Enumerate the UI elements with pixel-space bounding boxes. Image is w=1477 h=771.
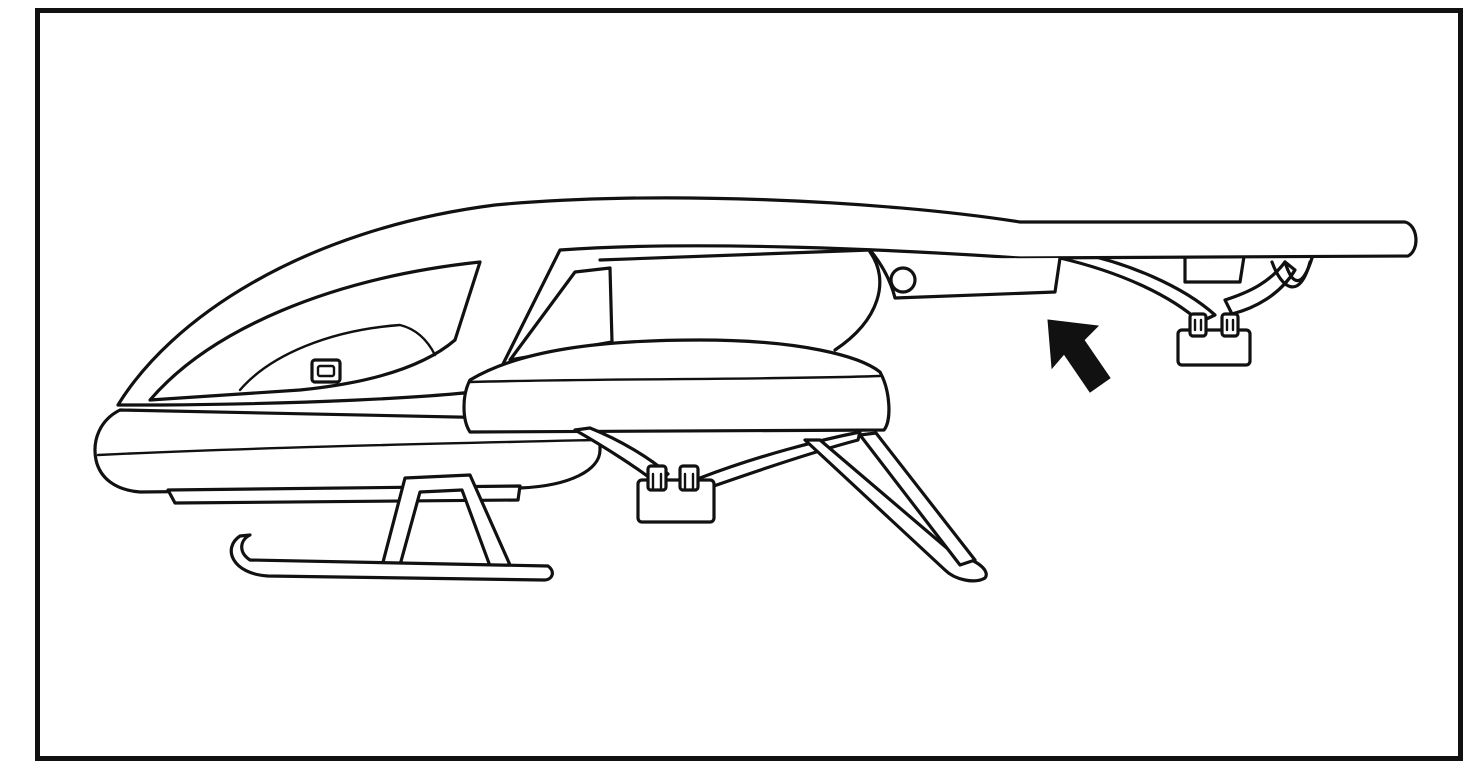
rear-rotor-assembly [1058,248,1314,367]
center-rotor-assembly [462,338,891,524]
landing-skid [166,473,554,582]
arrow-up-left-icon [1047,319,1111,393]
landing-leg [803,431,988,583]
